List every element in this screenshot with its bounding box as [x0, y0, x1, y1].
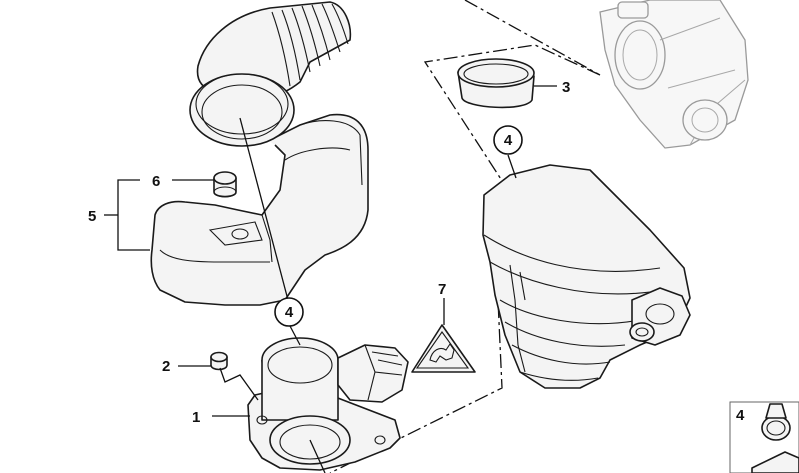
callout-3: 3: [562, 79, 570, 96]
boot-ring: [189, 73, 295, 147]
legend-hose-clamp: 4: [729, 401, 799, 473]
grommet-part-2: [210, 351, 228, 371]
callout-6: 6: [152, 173, 160, 190]
callout-4-mid-circle: [274, 297, 304, 327]
air-mass-meter-part-1: [247, 337, 409, 471]
callout-2: 2: [162, 358, 170, 375]
warning-label-part-7: [411, 324, 476, 373]
throttle-body-ghost: [599, 0, 749, 149]
air-cleaner-housing: [482, 164, 691, 389]
callout-4-legend: 4: [736, 407, 745, 424]
callout-labels: 1 2 3 5 6 7 4 4: [88, 79, 570, 426]
grommet-part-6: [213, 171, 237, 198]
callout-5: 5: [88, 208, 96, 225]
callout-1: 1: [192, 409, 200, 426]
callout-4-top-circle: [493, 125, 523, 155]
callout-4-top: 4: [504, 132, 513, 149]
intake-bellows-boot: [196, 1, 352, 97]
callout-4-mid: 4: [285, 304, 294, 321]
callout-7: 7: [438, 281, 446, 298]
seal-ring-part-3: [457, 58, 535, 109]
leader-lines: [104, 85, 557, 473]
